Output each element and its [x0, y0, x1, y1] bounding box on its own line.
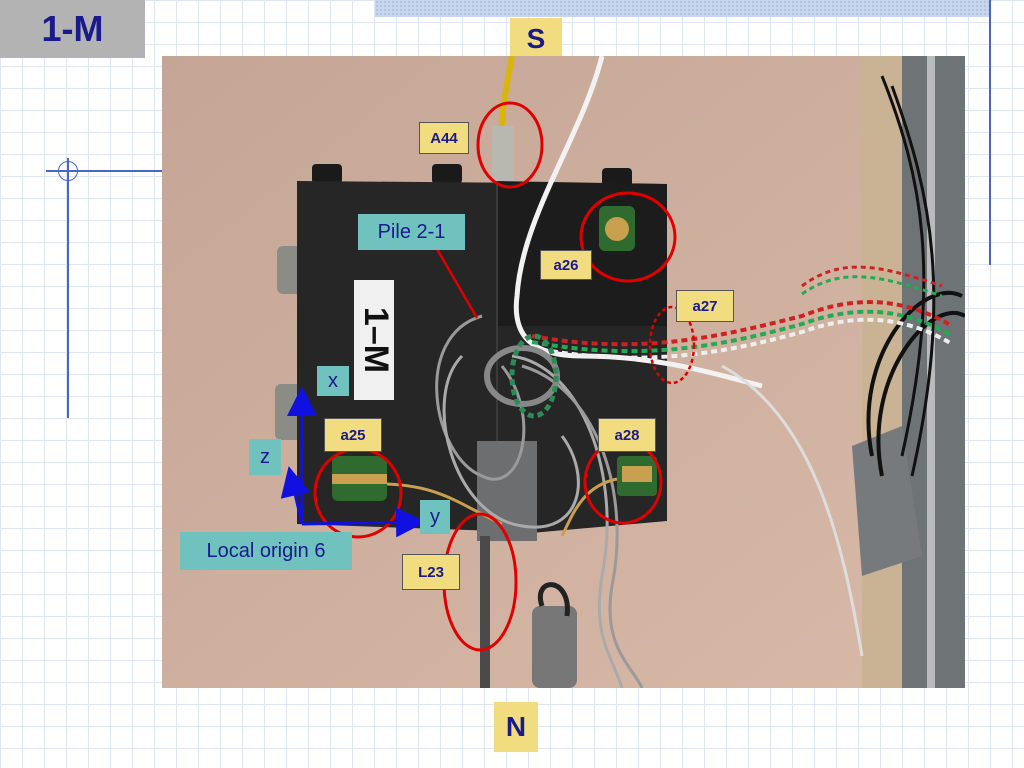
compass-north-label: N	[494, 702, 538, 752]
label-a44: A44	[419, 122, 469, 154]
label-a28: a28	[598, 418, 656, 452]
box-label-patch	[354, 280, 394, 400]
lower-sensor	[532, 606, 577, 688]
decorative-circle	[58, 161, 78, 181]
label-l23: L23	[402, 554, 460, 590]
label-a27: a27	[676, 290, 734, 322]
compass-south-label: S	[510, 18, 562, 60]
photo-illustration: 1–M	[162, 56, 965, 688]
slide-title: 1-M	[0, 0, 145, 58]
local-origin-label: Local origin 6	[180, 532, 352, 570]
top-decorative-band	[375, 0, 989, 17]
axis-z-label: z	[249, 439, 281, 475]
pile-label: Pile 2-1	[358, 214, 465, 250]
label-a26: a26	[540, 250, 592, 280]
axis-y-label: y	[420, 500, 450, 534]
decorative-right-line	[989, 0, 991, 265]
metal-plate	[852, 426, 922, 576]
label-a25: a25	[324, 418, 382, 452]
axis-x-label: x	[317, 366, 349, 396]
decorative-horizontal-line	[46, 170, 164, 172]
box-label-text: 1–M	[357, 307, 395, 373]
rod	[480, 536, 490, 688]
sensor-photo: 1–M	[162, 56, 965, 688]
decorative-vertical-line	[67, 158, 69, 418]
